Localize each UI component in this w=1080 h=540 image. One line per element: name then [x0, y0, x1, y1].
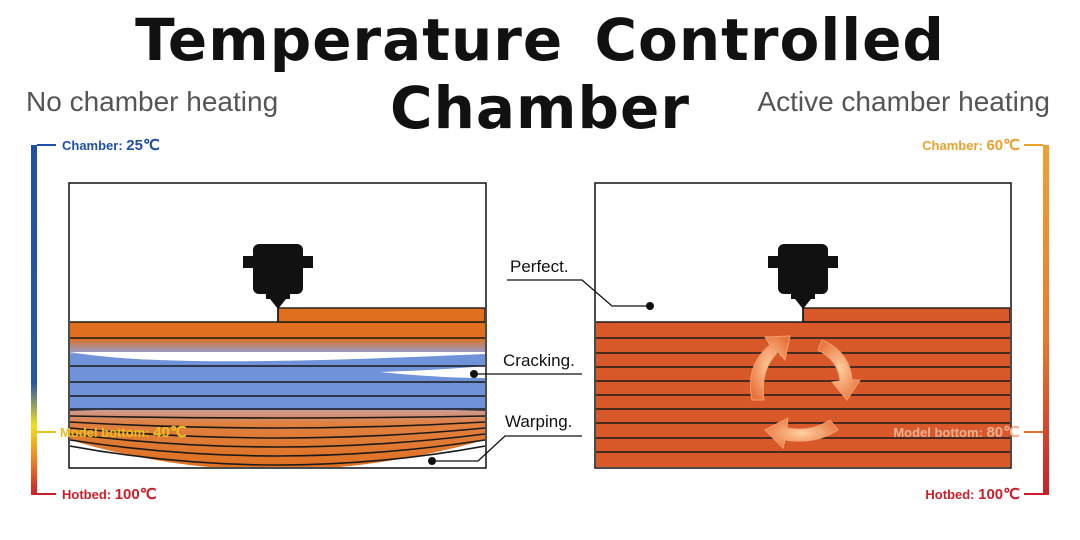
callout-cracking: Cracking.: [470, 351, 582, 378]
svg-text:Warping.: Warping.: [505, 412, 572, 431]
right-model-bottom-label: Model bottom: 80℃: [893, 424, 1020, 441]
left-model-bottom-label: Model bottom: 40℃: [60, 424, 187, 441]
svg-text:Cracking.: Cracking.: [503, 351, 575, 370]
right-chamber-label: Chamber: 60℃: [922, 137, 1020, 154]
left-hotbed-label: Hotbed: 100℃: [62, 486, 157, 503]
nozzle-icon: [768, 244, 838, 322]
right-hotbed-label: Hotbed: 100℃: [925, 486, 1020, 503]
right-subtitle: Active chamber heating: [757, 86, 1050, 117]
callout-warping: Warping.: [428, 412, 582, 465]
left-chamber: [68, 182, 487, 469]
right-chamber: [594, 182, 1012, 469]
svg-text:Perfect.: Perfect.: [510, 257, 569, 276]
nozzle-icon: [243, 244, 313, 322]
callout-perfect: Perfect.: [507, 257, 654, 310]
right-layer-lines: [596, 321, 1010, 453]
circulation-arrows-icon: [749, 335, 861, 449]
page-title: Temperature Controlled Chamber: [135, 6, 945, 142]
left-temperature-bar: [31, 145, 37, 495]
right-temperature-bar: [1043, 145, 1049, 495]
left-chamber-label: Chamber: 25℃: [62, 137, 160, 154]
left-subtitle: No chamber heating: [26, 86, 279, 117]
